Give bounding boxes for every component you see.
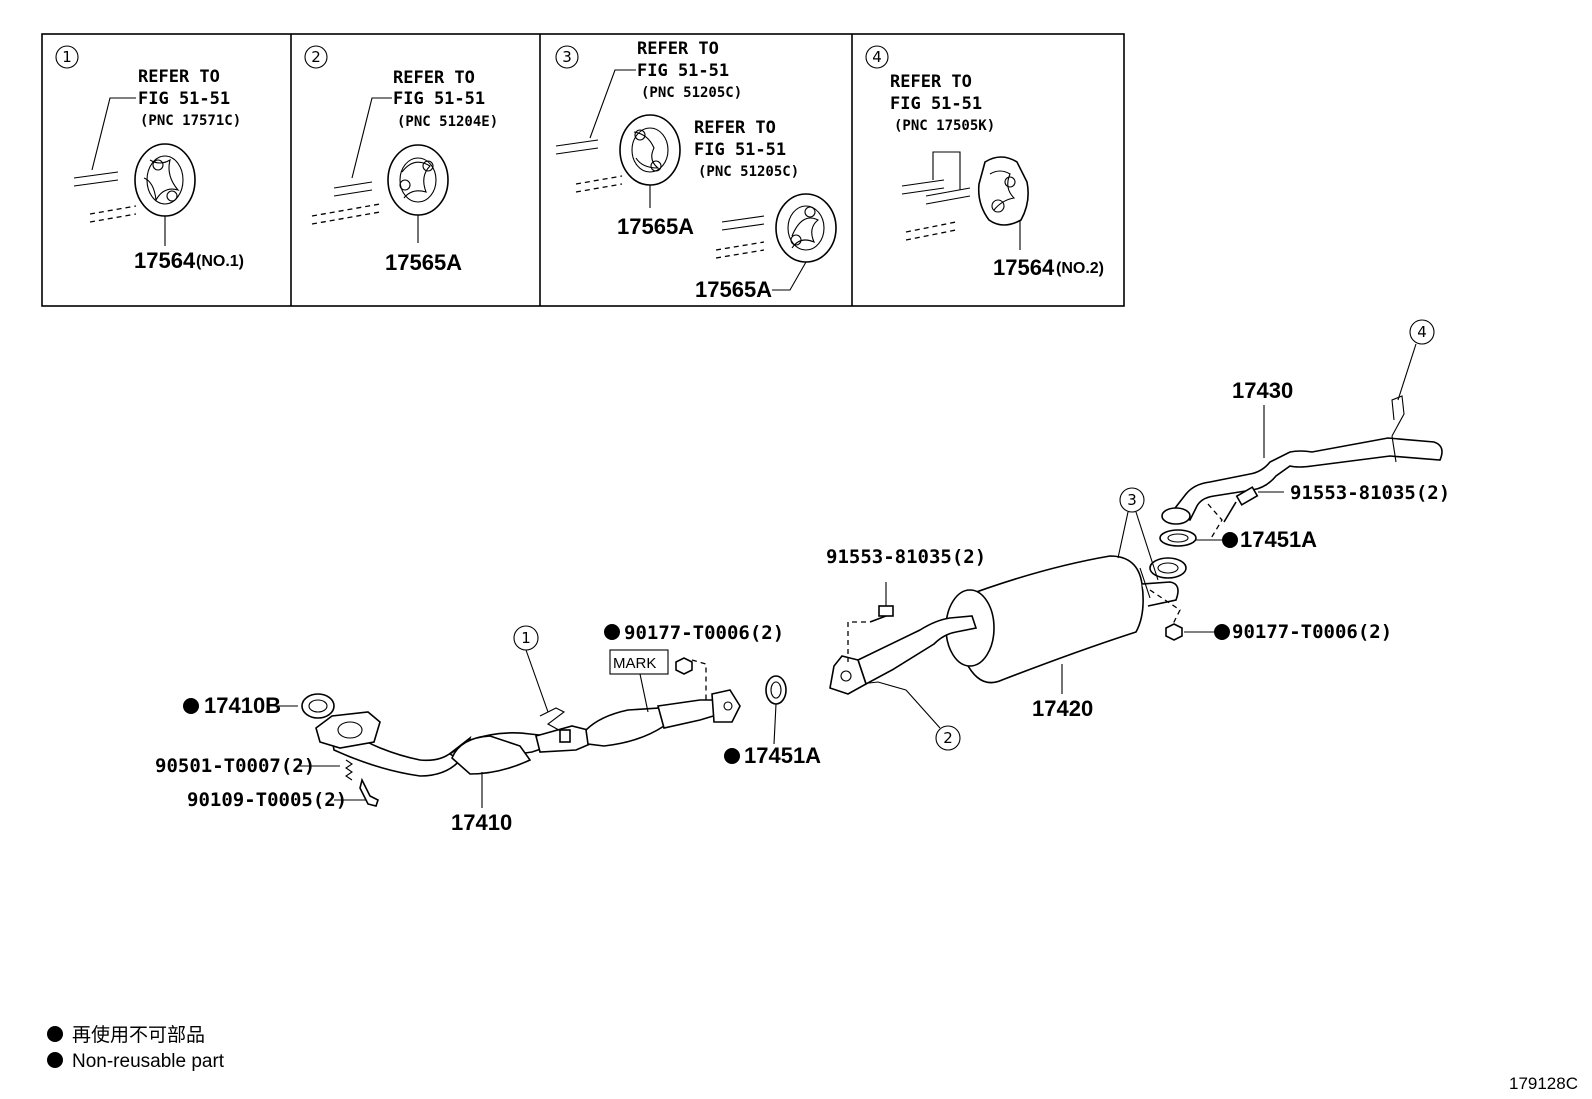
legend-en: Non-reusable part bbox=[72, 1051, 225, 1072]
legend: 再使用不可部品 Non-reusable part bbox=[47, 1024, 225, 1072]
rubber-hanger-icon bbox=[387, 144, 449, 216]
figure-id: 179128C bbox=[1509, 1074, 1578, 1093]
non-reusable-dot bbox=[604, 624, 620, 640]
inset-2-refer-line1: REFER TO bbox=[393, 68, 475, 88]
mark-label: MARK bbox=[613, 655, 656, 672]
bolt-icon bbox=[869, 605, 894, 623]
callout-4: 4 bbox=[1417, 323, 1427, 341]
callout-circle-1 bbox=[55, 45, 79, 69]
inset-2-number: 2 bbox=[311, 48, 321, 66]
part-17430-label: 17430 bbox=[1232, 378, 1293, 403]
rubber-hanger-icon bbox=[619, 114, 681, 186]
mark-box bbox=[609, 649, 669, 675]
inset-3-pnc: (PNC 51205C) bbox=[641, 85, 742, 101]
part-17451a-upper-label: 17451A bbox=[1240, 527, 1317, 552]
inset-panels bbox=[41, 33, 1125, 307]
inset-3-number: 3 bbox=[562, 48, 572, 66]
inset-1-refer-line2: FIG 51-51 bbox=[138, 89, 230, 109]
gasket-icon bbox=[765, 675, 787, 705]
inset-3-refer2-line2: FIG 51-51 bbox=[694, 140, 786, 160]
inset-3-pnc2: (PNC 51205C) bbox=[698, 164, 799, 180]
non-reusable-dot bbox=[183, 698, 199, 714]
inset-2-part: 17565A bbox=[385, 250, 462, 275]
callout-2: 2 bbox=[943, 729, 953, 747]
gasket-icon bbox=[301, 693, 335, 719]
inset-4-pnc: (PNC 17505K) bbox=[894, 118, 995, 134]
inset-4-number: 4 bbox=[872, 48, 882, 66]
nut-icon bbox=[1165, 623, 1183, 641]
non-reusable-dot bbox=[724, 748, 740, 764]
inset-4: 4 REFER TO FIG 51-51 (PNC 17505K) 17564 … bbox=[865, 45, 1104, 280]
part-90501-label: 90501-T0007(2) bbox=[155, 755, 315, 777]
callout-3: 3 bbox=[1127, 491, 1137, 509]
inset-3-refer2-line1: REFER TO bbox=[694, 118, 776, 138]
nut-icon bbox=[675, 657, 693, 675]
rubber-hanger-icon bbox=[134, 143, 196, 217]
inset-1-refer-line1: REFER TO bbox=[138, 67, 220, 87]
inset-2-refer-line2: FIG 51-51 bbox=[393, 89, 485, 109]
part-90109-label: 90109-T0005(2) bbox=[187, 789, 347, 811]
callout-circle-2 bbox=[935, 725, 961, 751]
part-17410-label: 17410 bbox=[451, 810, 512, 835]
inset-1: 1 REFER TO FIG 51-51 (PNC 17571C) 17564 … bbox=[55, 45, 244, 273]
inset-1-pnc: (PNC 17571C) bbox=[140, 113, 241, 129]
inset-1-number: 1 bbox=[62, 48, 72, 66]
part-90177-left-label: 90177-T0006(2) bbox=[624, 622, 784, 644]
part-91553-mid-label: 91553-81035(2) bbox=[826, 546, 986, 568]
inset-2: 2 REFER TO FIG 51-51 (PNC 51204E) 17565A bbox=[304, 45, 498, 275]
inset-4-refer-line1: REFER TO bbox=[890, 72, 972, 92]
gasket-icon bbox=[1159, 529, 1197, 547]
callout-1: 1 bbox=[521, 629, 531, 647]
callout-circle-4 bbox=[1409, 319, 1435, 345]
part-17451a-lower-label: 17451A bbox=[744, 743, 821, 768]
inset-3: 3 REFER TO FIG 51-51 (PNC 51205C) 17565A… bbox=[555, 39, 837, 302]
part-17410b-label: 17410B bbox=[204, 693, 281, 718]
non-reusable-dot bbox=[1214, 624, 1230, 640]
inset-2-pnc: (PNC 51204E) bbox=[397, 114, 498, 130]
non-reusable-dot bbox=[47, 1052, 63, 1068]
inset-1-suffix: (NO.1) bbox=[196, 253, 244, 270]
rubber-hanger-icon bbox=[977, 156, 1029, 226]
spring-icon bbox=[345, 759, 353, 781]
front-pipe-converter bbox=[315, 689, 741, 777]
part-17420-label: 17420 bbox=[1032, 696, 1093, 721]
legend-jp: 再使用不可部品 bbox=[72, 1024, 205, 1046]
inset-4-suffix: (NO.2) bbox=[1056, 260, 1104, 277]
inset-3-part-b: 17565A bbox=[695, 277, 772, 302]
muffler bbox=[945, 555, 1187, 684]
inset-3-part-a: 17565A bbox=[617, 214, 694, 239]
inset-3-refer-line1: REFER TO bbox=[637, 39, 719, 59]
part-90177-right-label: 90177-T0006(2) bbox=[1232, 621, 1392, 643]
bolt-icon bbox=[359, 777, 379, 807]
bolt-icon bbox=[1223, 486, 1259, 523]
inset-1-part: 17564 bbox=[134, 248, 196, 273]
non-reusable-dot bbox=[1222, 532, 1238, 548]
inset-frame bbox=[41, 33, 1125, 307]
inset-4-part: 17564 bbox=[993, 255, 1055, 280]
rubber-hanger-icon bbox=[775, 193, 837, 263]
inset-3-refer-line2: FIG 51-51 bbox=[637, 61, 729, 81]
non-reusable-dot bbox=[47, 1026, 63, 1042]
callout-circle-3 bbox=[1119, 487, 1145, 513]
center-pipe bbox=[829, 615, 978, 695]
tail-pipe bbox=[1161, 395, 1443, 525]
part-91553-upper-label: 91553-81035(2) bbox=[1290, 482, 1450, 504]
inset-4-refer-line2: FIG 51-51 bbox=[890, 94, 982, 114]
